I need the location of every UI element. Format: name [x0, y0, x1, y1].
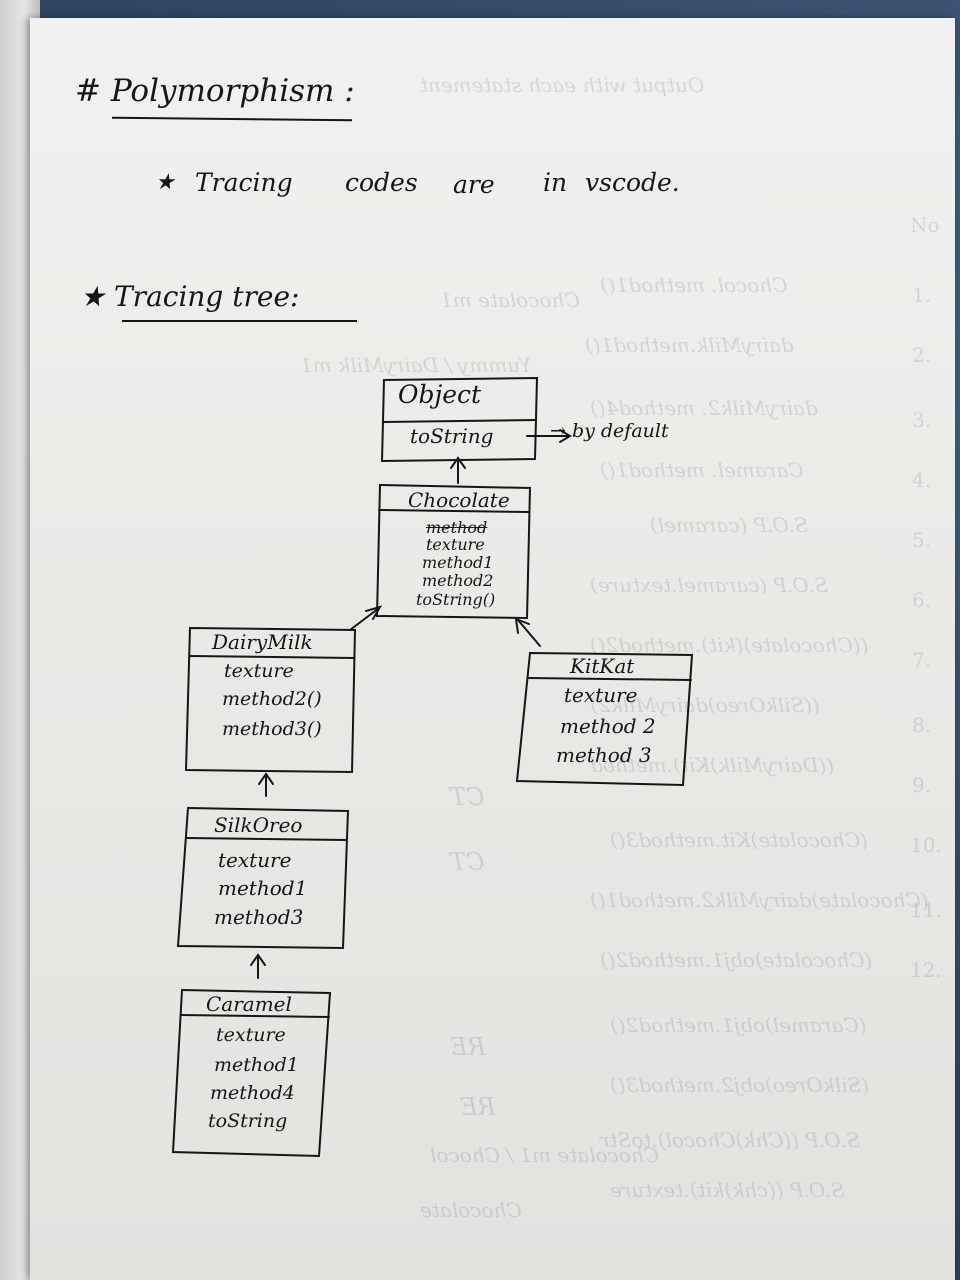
class-caramel-member-2: method1	[214, 1054, 299, 1076]
class-chocolate-struck-member: method	[426, 518, 488, 537]
class-caramel-member-4: toString	[208, 1110, 288, 1132]
class-dairymilk-member-1: texture	[224, 660, 294, 682]
class-kitkat-name: KitKat	[570, 654, 635, 678]
note-word-4: in	[543, 168, 568, 197]
class-chocolate-member-1: texture	[426, 535, 485, 554]
class-caramel-name: Caramel	[206, 992, 292, 1016]
by-default-annotation: → by default	[550, 420, 669, 442]
class-dairymilk-member-2: method2()	[222, 688, 322, 710]
class-silkoreo-member-3: method3	[214, 905, 304, 929]
note-word-2: codes	[345, 168, 418, 197]
note-word-3: are	[453, 170, 495, 199]
tracing-tree-underline	[122, 320, 357, 322]
class-dairymilk-name: DairyMilk	[212, 630, 313, 654]
class-object-member: toString	[410, 424, 494, 448]
star-icon: ★	[155, 170, 175, 195]
class-diagram-lines	[171, 376, 694, 1158]
class-kitkat-member-3: method 3	[556, 743, 652, 767]
class-kitkat-member-1: texture	[564, 683, 638, 707]
class-kitkat-member-2: method 2	[560, 714, 656, 738]
class-chocolate-member-2: method1	[422, 553, 494, 572]
class-silkoreo-member-2: method1	[218, 876, 308, 900]
class-silkoreo-member-1: texture	[218, 848, 292, 872]
class-silkoreo-name: SilkOreo	[214, 813, 303, 837]
class-dairymilk-member-3: method3()	[222, 718, 322, 740]
class-chocolate-name: Chocolate	[408, 488, 510, 512]
class-caramel-member-3: method4	[210, 1082, 295, 1104]
note-word-5: vscode.	[585, 168, 680, 197]
page-heading: # Polymorphism :	[75, 73, 355, 109]
class-chocolate-member-3: method2	[422, 571, 494, 590]
class-caramel-member-1: texture	[216, 1024, 286, 1046]
notebook-page: Output with each statement Chocol. metho…	[30, 18, 955, 1280]
class-chocolate-member-4: toString()	[416, 590, 496, 609]
class-object-name: Object	[398, 380, 482, 409]
tracing-tree-heading: ★ Tracing tree:	[80, 280, 300, 313]
note-word-1: Tracing	[195, 168, 293, 197]
